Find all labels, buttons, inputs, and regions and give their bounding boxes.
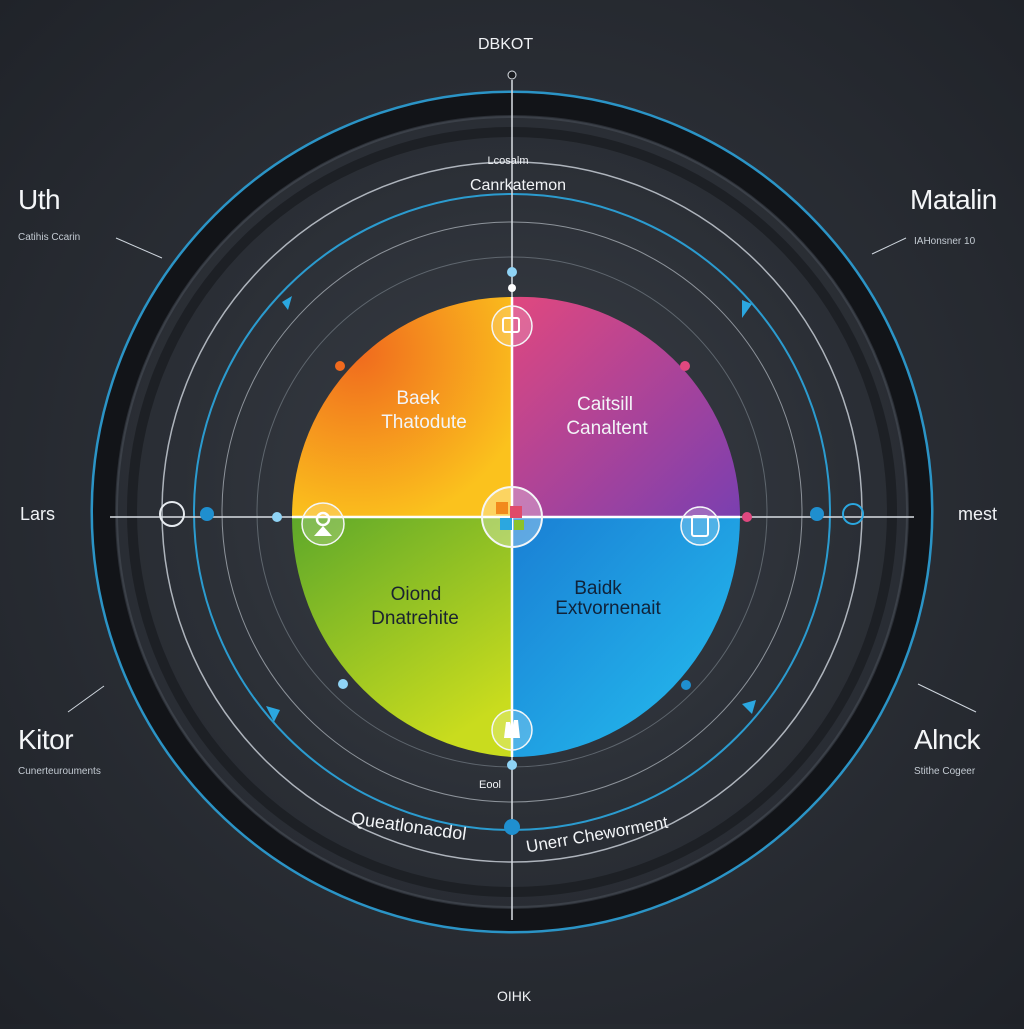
- panel-bottom-left-lines: Cunerteurouments: [18, 764, 128, 780]
- hand-icon[interactable]: [491, 709, 533, 751]
- quadrant-q4: [512, 517, 740, 757]
- node-dot-ul: [335, 361, 345, 371]
- accent-marker-ul: [282, 296, 292, 310]
- ring-label-bottom-small: Eool: [479, 779, 501, 791]
- connector-top-right: [871, 237, 907, 255]
- accent-marker-lr: [742, 700, 756, 714]
- ring-label-top: Canrkatemon: [470, 177, 566, 194]
- ring-label-top-small: Lcosalm: [488, 155, 529, 167]
- q3-line2: Dnatrehite: [371, 608, 459, 629]
- bottom-label: OIHK: [497, 988, 532, 1004]
- panel-bottom-right-title: Alnck: [914, 724, 980, 755]
- panel-top-left-line: Catihis Ccarin: [18, 232, 81, 243]
- panel-bottom-left-line: Cunerteurouments: [18, 766, 101, 777]
- panel-bottom-right-line: Stithe Cogeer: [914, 766, 976, 777]
- panel-top-left-title: Uth: [18, 184, 61, 215]
- panel-top-left-lines: Catihis Ccarin: [18, 230, 128, 246]
- blocks-icon[interactable]: [481, 486, 543, 548]
- axis-dot-bottom-2: [507, 760, 517, 770]
- axis-dot-top-2: [508, 284, 516, 292]
- axis-dot-bottom: [504, 819, 520, 835]
- quadrant-q2: [512, 296, 741, 517]
- quadrant-q3: [291, 517, 512, 757]
- axis-dot-left: [200, 507, 214, 521]
- connector-bottom-left: [67, 685, 105, 713]
- edge-label-right: mest: [958, 504, 998, 524]
- axis-dot-right-2: [742, 512, 752, 522]
- edge-label-left: Lars: [20, 504, 56, 524]
- axis-dot-right: [810, 507, 824, 521]
- node-dot-ll: [338, 679, 348, 689]
- q1-line1: Baek: [396, 388, 440, 409]
- tag-icon[interactable]: [491, 305, 533, 347]
- document-icon[interactable]: [680, 506, 720, 546]
- top-label: DBKOT: [478, 36, 534, 53]
- axis-dot-top: [507, 267, 517, 277]
- panel-top-right-title: Matalin: [910, 184, 997, 215]
- location-pin-icon[interactable]: [301, 502, 345, 546]
- accent-marker-ur: [742, 300, 752, 318]
- axis-dot-left-2: [272, 512, 282, 522]
- pie-group: [291, 296, 741, 757]
- quadrant-q1: [292, 297, 512, 517]
- knob-right[interactable]: [842, 503, 864, 525]
- knob-left[interactable]: [159, 501, 185, 527]
- q3-line1: Oiond: [391, 584, 442, 605]
- q2-line1: Caitsill: [577, 394, 633, 415]
- panel-bottom-right-lines: Stithe Cogeer: [914, 764, 1024, 780]
- panel-top-right-lines: IAHonsner 10: [914, 234, 1024, 250]
- connector-top-left: [115, 237, 163, 259]
- top-axis-marker: [507, 70, 517, 80]
- panel-top-right-line: IAHonsner 10: [914, 236, 976, 247]
- panel-bottom-left-title: Kitor: [18, 724, 74, 755]
- node-dot-lr: [681, 680, 691, 690]
- connector-bottom-right: [917, 683, 977, 713]
- q2-line2: Canaltent: [566, 418, 648, 439]
- q4-line1: Baidk: [574, 578, 622, 599]
- node-dot-ur: [680, 361, 690, 371]
- q1-line2: Thatodute: [381, 412, 467, 433]
- q4-line2: Extvornenait: [555, 598, 661, 619]
- accent-marker-ll: [266, 706, 280, 722]
